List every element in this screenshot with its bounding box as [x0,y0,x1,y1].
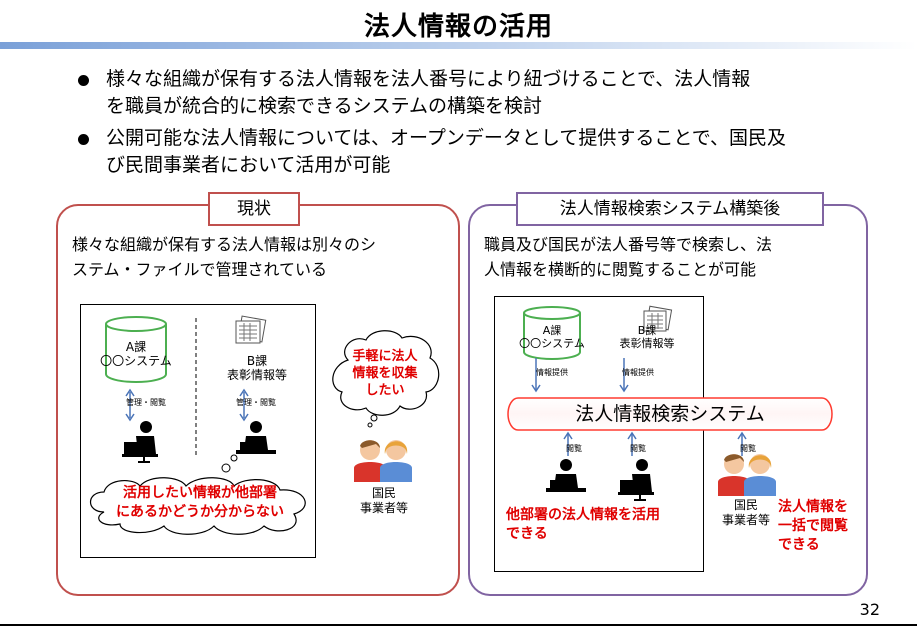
search-system-label: 法人情報検索システム [575,403,765,425]
citizens-caption-line: 法人情報を [778,499,848,515]
section-b-label: B課 表彰情報等 [604,324,690,350]
citizens-label-line: 事業者等 [359,501,408,515]
provide-label-b: 情報提供 [622,368,654,377]
citizens-icon [354,440,412,482]
search-system-band [507,397,833,431]
citizens-label-line: 国民 [371,486,396,500]
citizens-icon [718,454,776,496]
footer-rule [0,624,917,626]
section-b-name: B課 [246,354,268,368]
office-worker-icon [546,459,586,492]
after-system-description: 職員及び国民が法人番号等で検索し、法 人情報を横断的に閲覧することが可能 [484,232,860,282]
citizens-label: 国民 事業者等 [708,498,784,528]
citizens-caption-line: 一括で閲覧 [778,518,848,534]
staff-caption: 他部署の法人情報を活用 できる [506,506,696,544]
page-title: 法人情報の活用 [363,12,553,42]
citizens-label-line: 国民 [733,498,758,512]
bubble-text-line: 情報を収集 [352,366,418,381]
bullet-text-line: を職員が統合的に検索できるシステムの構築を検討 [106,95,543,117]
after-system-tag: 法人情報検索システム構築後 [516,192,824,226]
bullet-text-line: び民間事業者において活用が可能 [106,154,391,176]
current-state-tag: 現状 [208,192,300,226]
view-arrow-icon [737,431,747,456]
bullet-item: 様々な組織が保有する法人情報を法人番号により紐づけることで、法人情報 を職員が統… [78,66,838,120]
title-underline-bar [0,42,917,49]
section-b-name: B課 [637,324,657,337]
provide-arrow-icon [619,358,629,393]
section-a-system: 〇〇システム [100,354,172,368]
citizens-caption: 法人情報を 一括で閲覧 できる [778,498,862,555]
section-a-label: A課 〇〇システム [96,340,176,368]
document-stack-icon [643,305,673,332]
bullet-text-line: 公開可能な法人情報については、オープンデータとして提供することで、国民及 [106,127,787,149]
section-b-system: 表彰情報等 [619,337,675,350]
office-worker-icon [122,421,158,463]
document-stack-icon [235,315,267,344]
manage-arrow-icon [239,388,249,422]
section-a-name: A課 [125,340,147,354]
cloud-text-line: にあるかどうか分からない [116,504,284,520]
staff-caption-line: できる [506,526,548,542]
view-arrow-icon [627,431,637,456]
bullet-item: 公開可能な法人情報については、オープンデータとして提供することで、国民及 び民間… [78,125,838,179]
view-arrow-icon [563,431,573,456]
page-number: 32 [859,600,880,619]
thought-cloud-icon [89,477,306,535]
citizens-label: 国民 事業者等 [344,486,424,516]
staff-caption-line: 他部署の法人情報を活用 [506,507,660,523]
description-line: 人情報を横断的に閲覧することが可能 [484,260,757,279]
bullet-dot-icon [78,134,89,145]
office-worker-icon [618,459,654,501]
citizens-caption-line: できる [778,537,820,553]
manage-view-label-a: 管理・閲覧 [126,398,166,407]
database-cylinder-icon [523,306,581,360]
view-label: 閲覧 [566,444,582,453]
cloud-text: 活用したい情報が他部署 にあるかどうか分からない [86,484,314,522]
cloud-text-line: 活用したい情報が他部署 [123,485,277,501]
office-worker-icon [236,421,276,454]
thought-dots-icon [221,454,238,473]
thought-bubble-icon [332,330,440,428]
section-a-name: A課 [542,324,562,337]
description-line: 様々な組織が保有する法人情報は別々のシ [72,235,377,254]
section-a-label: A課 〇〇システム [512,324,592,350]
dashed-divider [195,318,197,458]
manage-arrow-icon [125,388,135,422]
view-label: 閲覧 [630,444,646,453]
database-cylinder-icon [105,316,167,383]
current-state-description: 様々な組織が保有する法人情報は別々のシ ステム・ファイルで管理されている [72,232,452,282]
section-b-system: 表彰情報等 [226,368,287,382]
provide-label-a: 情報提供 [536,368,568,377]
manage-view-label-b: 管理・閲覧 [236,398,276,407]
section-a-system: 〇〇システム [519,337,585,350]
section-b-label: B課 表彰情報等 [214,354,300,382]
bubble-text: 手軽に法人 情報を収集 したい [336,348,434,399]
bubble-text-line: したい [365,383,405,398]
description-line: ステム・ファイルで管理されている [72,260,328,279]
description-line: 職員及び国民が法人番号等で検索し、法 [484,235,773,254]
bullet-text-line: 様々な組織が保有する法人情報を法人番号により紐づけることで、法人情報 [106,68,751,90]
citizens-label-line: 事業者等 [721,513,770,527]
bullet-dot-icon [78,75,89,86]
bubble-text-line: 手軽に法人 [352,349,418,364]
view-label: 閲覧 [740,444,756,453]
provide-arrow-icon [531,358,541,393]
